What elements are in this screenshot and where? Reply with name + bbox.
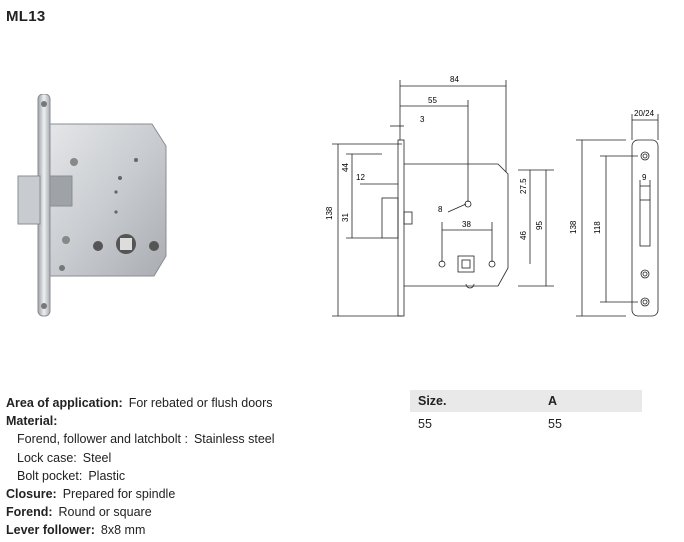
spec-closure-label: Closure: (6, 487, 57, 502)
spec-lever-follower-label: Lever follower: (6, 523, 95, 538)
spec-forend: Forend: Round or square (6, 503, 275, 521)
spec-lever-follower-value: 8x8 mm (100, 523, 146, 538)
dim-20-24: 20/24 (634, 109, 655, 118)
size-table-header: Size. A (410, 390, 642, 412)
specifications: Area of application: For rebated or flush… (6, 394, 275, 540)
spec-forend-value: Round or square (58, 505, 152, 520)
spec-lever-follower: Lever follower: 8x8 mm (6, 521, 275, 539)
dim-138: 138 (325, 206, 334, 220)
spec-area: Area of application: For rebated or flush… (6, 394, 275, 412)
side-view-drawing: 84 55 3 12 44 31 138 8 38 27.5 46 95 (325, 75, 554, 317)
spec-forend-follower: Forend, follower and latchbolt : Stainles… (6, 430, 275, 448)
spec-area-value: For rebated or flush doors (128, 396, 273, 410)
spec-material-label: Material: (6, 414, 58, 429)
spec-lock-case-label: Lock case: (17, 450, 77, 465)
dim-31: 31 (341, 213, 350, 222)
spec-forend-follower-value: Stainless steel (193, 432, 275, 447)
dim-38: 38 (462, 220, 471, 229)
dim-55: 55 (428, 96, 437, 105)
dim-84: 84 (450, 75, 459, 84)
front-view-drawing: 20/24 9 138 118 (569, 109, 659, 317)
dim-46: 46 (519, 231, 528, 240)
spec-lock-case-value: Steel (82, 450, 112, 465)
spec-lock-case: Lock case: Steel (6, 449, 275, 467)
spec-forend-label: Forend: (6, 505, 53, 520)
spec-bolt-pocket: Bolt pocket: Plastic (6, 467, 275, 485)
dim-118: 118 (593, 221, 602, 234)
size-header: Size. (418, 394, 447, 408)
spec-material: Material: (6, 412, 275, 430)
size-table: Size. A 55 55 (410, 390, 642, 436)
spec-closure: Closure: Prepared for spindle (6, 485, 275, 503)
a-cell: 55 (548, 417, 562, 431)
dim-44: 44 (341, 163, 350, 172)
spec-area-label: Area of application: (6, 396, 123, 410)
dim-8: 8 (438, 205, 443, 214)
dim-3: 3 (420, 115, 425, 124)
spec-bolt-pocket-value: Plastic (88, 468, 126, 483)
size-cell: 55 (418, 417, 432, 431)
dim-12: 12 (356, 173, 365, 182)
dim-138-front: 138 (569, 220, 578, 234)
lock-photo (17, 94, 167, 317)
dim-9: 9 (642, 173, 647, 182)
product-title: ML13 (6, 8, 46, 25)
a-header: A (548, 394, 558, 408)
spec-closure-value: Prepared for spindle (62, 487, 176, 502)
spec-bolt-pocket-label: Bolt pocket: (17, 468, 83, 483)
table-row: 55 55 (410, 412, 642, 436)
dim-27-5: 27.5 (519, 178, 528, 194)
spec-forend-follower-label: Forend, follower and latchbolt : (17, 432, 188, 447)
dim-95: 95 (535, 221, 544, 230)
